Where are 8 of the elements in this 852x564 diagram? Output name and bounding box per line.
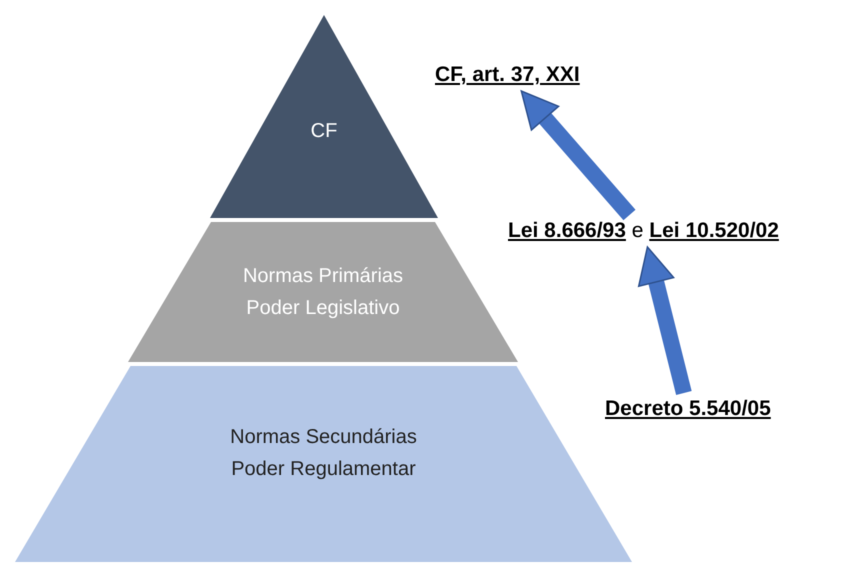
layer-label: Normas Secundárias Poder Regulamentar — [229, 425, 418, 482]
reference-text: Lei 8.666/93 e Lei 10.520/02 — [508, 219, 779, 243]
block-arrow — [638, 246, 692, 395]
layer-label: Normas Primárias Poder Legislativo — [242, 264, 404, 321]
layer-label: CF — [310, 119, 338, 144]
block-arrow — [520, 90, 636, 220]
reference-text: Decreto 5.540/05 — [605, 397, 771, 421]
reference-text: CF, art. 37, XXI — [435, 63, 580, 87]
